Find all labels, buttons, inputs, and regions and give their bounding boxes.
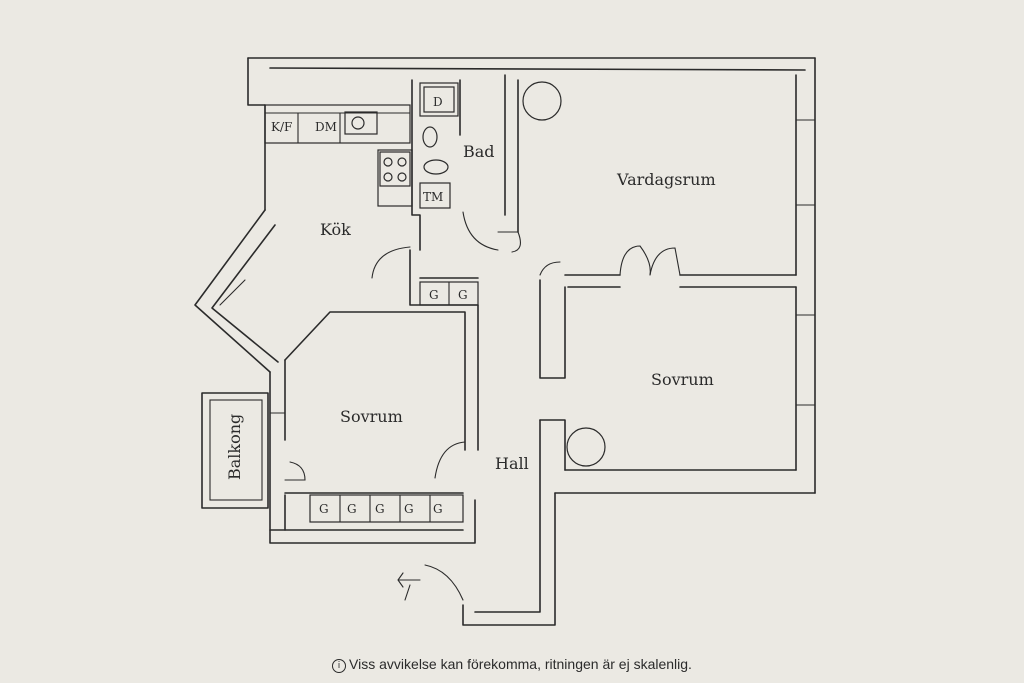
label-fridge-freezer: K/F (271, 120, 292, 134)
label-balcony: Balkong (225, 414, 244, 480)
label-kitchen: Kök (320, 220, 351, 239)
disclaimer-text: Viss avvikelse kan förekomma, ritningen … (349, 656, 692, 672)
bath-fixtures (419, 82, 459, 209)
label-hall: Hall (495, 454, 529, 473)
wardrobe-mark: G (404, 502, 414, 516)
label-washer: TM (423, 190, 443, 204)
label-dryer: D (433, 95, 443, 109)
outer-walls (194, 57, 816, 626)
doors (284, 211, 681, 601)
label-bath: Bad (463, 142, 495, 161)
wardrobe-mark: G (347, 502, 357, 516)
windows (219, 119, 816, 414)
balcony (201, 392, 269, 509)
wardrobe-mark: G (433, 502, 443, 516)
info-icon: i (332, 659, 347, 673)
label-dishwasher: DM (315, 120, 337, 134)
wardrobes (309, 281, 479, 523)
label-bedroom-right: Sovrum (651, 370, 714, 389)
label-living-room: Vardagsrum (616, 170, 716, 189)
kitchen-cabinets (264, 104, 413, 207)
entrance-arrow-icon (397, 572, 421, 601)
wardrobe-mark: G (375, 502, 385, 516)
label-bedroom-left: Sovrum (340, 407, 403, 426)
interior-walls (284, 74, 797, 531)
wardrobe-mark: G (429, 288, 439, 302)
wardrobe-mark: G (458, 288, 468, 302)
wardrobe-mark: G (319, 502, 329, 516)
round-tables (522, 81, 606, 467)
